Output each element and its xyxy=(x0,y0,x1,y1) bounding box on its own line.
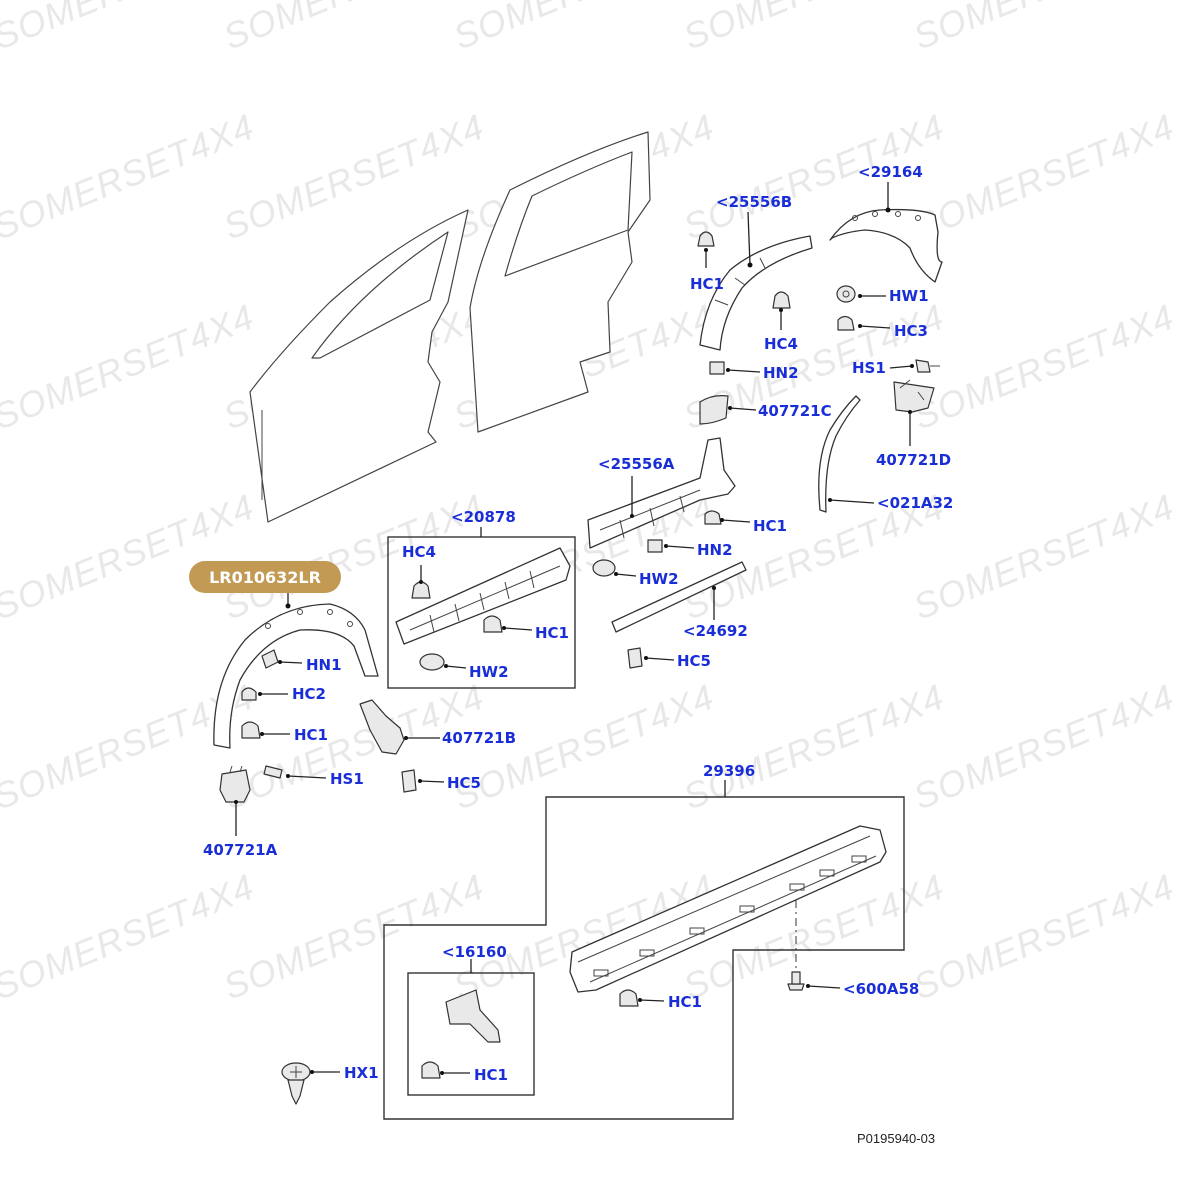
label-hs1-low: HS1 xyxy=(330,770,364,788)
label-407721D: 407721D xyxy=(876,451,951,469)
label-hw2-box: HW2 xyxy=(469,663,509,681)
watermark-layer: SOMERSET4X4 SOMERSET4X4 SOMERSET4X4 SOME… xyxy=(0,0,1180,1007)
label-hc1-top: HC1 xyxy=(690,275,724,293)
watermark: SOMERSET4X4 xyxy=(908,106,1180,248)
part-16160-bracket xyxy=(445,989,501,1043)
washer-hw2 xyxy=(419,653,445,671)
nut-hn1 xyxy=(261,649,279,669)
label-hw2-mid: HW2 xyxy=(639,570,679,588)
label-hn1: HN1 xyxy=(306,656,342,674)
rear-door xyxy=(469,131,651,433)
label-hc2: HC2 xyxy=(292,685,326,703)
part-407721B-mud-flap xyxy=(359,699,405,755)
part-021A32-seal-strip xyxy=(818,395,861,513)
label-hc1-mid-right: HC1 xyxy=(753,517,787,535)
label-hc1-sill: HC1 xyxy=(668,993,702,1011)
label-25556A: <25556A xyxy=(598,455,675,473)
group-box-29396 xyxy=(383,796,905,1120)
clip-hc1 xyxy=(619,989,639,1007)
front-door xyxy=(249,209,469,523)
watermark: SOMERSET4X4 xyxy=(908,0,1180,57)
label-hs1-top: HS1 xyxy=(852,359,886,377)
washer-hw1 xyxy=(836,285,856,303)
watermark: SOMERSET4X4 xyxy=(678,676,950,818)
label-hn2-top: HN2 xyxy=(763,364,799,382)
label-hc1-bracket: HC1 xyxy=(474,1066,508,1084)
label-hc5-low: HC5 xyxy=(447,774,481,792)
clip-hc1 xyxy=(483,615,503,633)
part-24692-strip xyxy=(611,561,747,633)
part-29164-rear-arch-moulding xyxy=(829,208,943,283)
label-407721C: 407721C xyxy=(758,402,832,420)
badge-text: LR010632LR xyxy=(209,568,321,587)
label-407721B: 407721B xyxy=(442,729,516,747)
label-24692: <24692 xyxy=(683,622,748,640)
washer-hw2 xyxy=(592,559,616,577)
label-hn2-mid: HN2 xyxy=(697,541,733,559)
clip-hx1 xyxy=(281,1062,311,1105)
part-LR010632LR-front-arch-moulding xyxy=(213,603,379,749)
label-20878: <20878 xyxy=(451,508,516,526)
label-407721A: 407721A xyxy=(203,841,278,859)
part-25556A-moulding xyxy=(587,437,736,549)
label-021A32: <021A32 xyxy=(877,494,953,512)
clip-hc1 xyxy=(697,231,715,247)
label-hc1-box: HC1 xyxy=(535,624,569,642)
part-20878-moulding xyxy=(395,547,571,645)
label-hc1-arch: HC1 xyxy=(294,726,328,744)
watermark: SOMERSET4X4 xyxy=(0,486,260,628)
label-29164: <29164 xyxy=(858,163,923,181)
watermark: SOMERSET4X4 xyxy=(218,0,490,57)
watermark: SOMERSET4X4 xyxy=(0,866,260,1008)
clip-hc1 xyxy=(241,721,261,739)
label-16160: <16160 xyxy=(442,943,507,961)
label-hc3: HC3 xyxy=(894,322,928,340)
watermark: SOMERSET4X4 xyxy=(448,0,720,57)
watermark: SOMERSET4X4 xyxy=(218,866,490,1008)
watermark: SOMERSET4X4 xyxy=(908,296,1180,438)
watermark: SOMERSET4X4 xyxy=(908,866,1180,1008)
watermark: SOMERSET4X4 xyxy=(0,296,260,438)
nut-hn2 xyxy=(647,539,663,553)
clip-hc5 xyxy=(627,647,643,669)
screw-hs1 xyxy=(915,359,940,373)
label-hc5-mid: HC5 xyxy=(677,652,711,670)
part-407721A-mud-flap xyxy=(219,765,251,803)
label-hc4-top: HC4 xyxy=(764,335,798,353)
part-407721C-mud-flap xyxy=(699,395,729,425)
nut-hn2 xyxy=(709,361,725,375)
label-hc4-box: HC4 xyxy=(402,543,436,561)
label-25556B: <25556B xyxy=(716,193,792,211)
watermark: SOMERSET4X4 xyxy=(0,106,260,248)
part-407721D-mud-flap xyxy=(893,379,935,413)
part-29396-sill-cover xyxy=(569,825,887,993)
label-hw1: HW1 xyxy=(889,287,929,305)
figure-reference: P0195940-03 xyxy=(857,1131,935,1146)
label-29396: 29396 xyxy=(703,762,755,780)
clip-hc1 xyxy=(704,510,722,525)
watermark: SOMERSET4X4 xyxy=(908,676,1180,818)
watermark: SOMERSET4X4 xyxy=(678,0,950,57)
clip-hc4 xyxy=(411,581,431,599)
part-number-badge[interactable]: LR010632LR xyxy=(189,561,341,593)
label-600A58: <600A58 xyxy=(843,980,919,998)
screw-hs1 xyxy=(263,765,283,779)
screw-600A58 xyxy=(787,971,805,991)
label-hx1: HX1 xyxy=(344,1064,379,1082)
clip-hc4 xyxy=(772,291,791,309)
clip-hc1 xyxy=(421,1061,441,1079)
clip-hc3 xyxy=(837,315,855,331)
clip-hc2 xyxy=(241,687,257,701)
clip-hc5 xyxy=(401,769,417,793)
part-25556B-arch-moulding xyxy=(699,235,813,351)
